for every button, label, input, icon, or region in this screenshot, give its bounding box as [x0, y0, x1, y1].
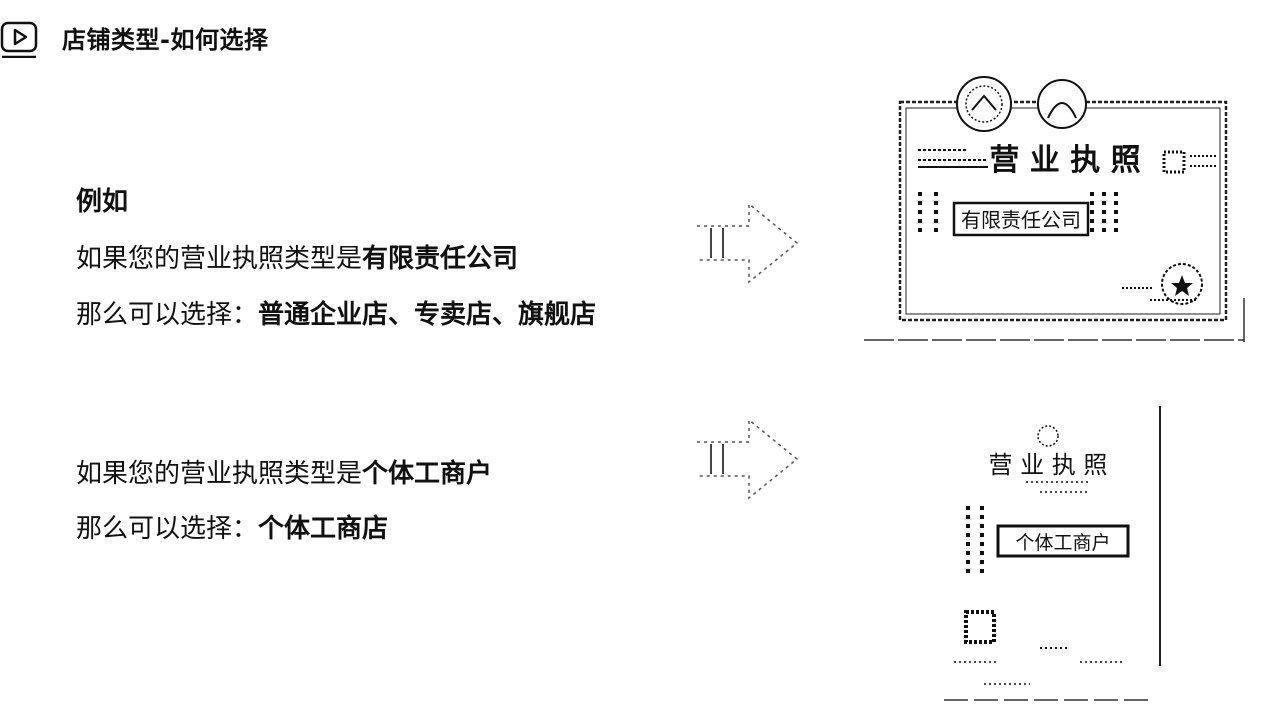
emblem-icon: [1037, 425, 1059, 447]
case1-options-prefix: 那么可以选择：: [76, 300, 259, 330]
arrow-right-icon: [697, 202, 799, 284]
case1-license-type-line: 如果您的营业执照类型是有限责任公司: [76, 241, 518, 277]
business-license-company-image: 营 业 执 照 有限责任公司: [864, 76, 1245, 342]
license-type-box: 有限责任公司: [961, 208, 1081, 232]
case1-license-prefix: 如果您的营业执照类型是: [76, 244, 363, 274]
case1-store-options-line: 那么可以选择：普通企业店、专卖店、旗舰店: [76, 297, 596, 333]
license-title: 营 业 执 照: [989, 451, 1108, 479]
case2-store-options: 个体工商店: [258, 514, 389, 544]
license-type-box: 个体工商户: [1015, 532, 1110, 554]
page-title: 店铺类型-如何选择: [62, 26, 269, 54]
official-seal-icon: [1161, 263, 1203, 305]
case1-license-type: 有限责任公司: [362, 244, 519, 274]
header: 店铺类型-如何选择: [0, 14, 400, 60]
case2-options-prefix: 那么可以选择：: [76, 514, 259, 544]
license-title: 营 业 执 照: [989, 143, 1140, 178]
case2-license-type: 个体工商户: [362, 459, 493, 489]
business-license-individual-image: 营 业 执 照 个体工商户: [944, 406, 1161, 701]
video-play-icon: [0, 21, 38, 58]
qr-code-icon: [1162, 150, 1186, 174]
example-label: 例如: [76, 187, 129, 217]
case2-license-prefix: 如果您的营业执照类型是: [76, 459, 363, 489]
case2-license-type-line: 如果您的营业执照类型是个体工商户: [76, 456, 492, 492]
case1-store-options: 普通企业店、专卖店、旗舰店: [258, 300, 597, 330]
arrow-right-icon: [697, 418, 799, 500]
qr-code-icon: [964, 610, 996, 644]
case2-store-options-line: 那么可以选择：个体工商店: [76, 511, 388, 547]
national-emblem-icon: [956, 76, 1012, 132]
